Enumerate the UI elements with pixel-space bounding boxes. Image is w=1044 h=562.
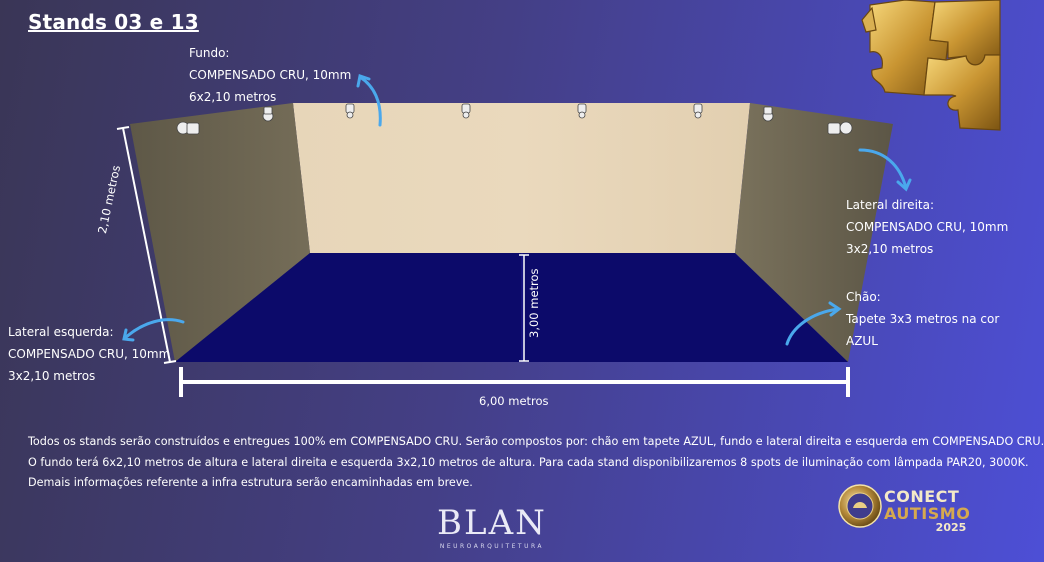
page-title: Stands 03 e 13 <box>28 10 199 34</box>
height-dimension-line <box>116 126 177 364</box>
left-wall <box>130 103 310 362</box>
description-line: Todos os stands serão construídos e entr… <box>28 435 1044 448</box>
label-chao: Chão: Tapete 3x3 metros na cor AZUL <box>846 286 999 352</box>
event-seal <box>838 484 882 528</box>
width-dimension-label: 6,00 metros <box>479 394 549 408</box>
label-lateral-direita: Lateral direita: COMPENSADO CRU, 10mm 3x… <box>846 194 1008 260</box>
description-line: O fundo terá 6x2,10 metros de altura e l… <box>28 455 1029 469</box>
arrow-lateral-direita <box>858 148 912 192</box>
puzzle-decoration <box>861 0 1001 131</box>
depth-dimension-line <box>519 254 529 362</box>
spot-light <box>762 106 774 122</box>
label-fundo-title: Fundo: <box>189 46 230 60</box>
label-lateral-esquerda-title: Lateral esquerda: <box>8 325 114 339</box>
spot-light <box>262 106 274 122</box>
width-dimension-line <box>179 367 850 397</box>
right-wall <box>735 103 893 362</box>
brand-name: BLAN <box>437 503 547 543</box>
label-chao-material: Tapete 3x3 metros na cor <box>846 312 1000 326</box>
spot-lights <box>176 103 853 135</box>
back-wall <box>293 103 750 253</box>
spot-light <box>176 121 200 135</box>
label-fundo-size: 6x2,10 metros <box>189 90 277 104</box>
description-text: Todos os stands serão construídos e entr… <box>28 432 1044 494</box>
arrow-fundo <box>356 74 382 127</box>
event-year: 2025 <box>935 521 967 534</box>
depth-dimension-label: 3,00 metros <box>527 268 541 338</box>
spot-light <box>345 103 355 119</box>
label-fundo-material: COMPENSADO CRU, 10mm <box>189 68 352 82</box>
spot-light <box>577 103 587 119</box>
floor <box>175 253 848 362</box>
event-name-line2: AUTISMO <box>884 504 971 523</box>
label-lateral-esquerda: Lateral esquerda: COMPENSADO CRU, 10mm 3… <box>8 321 170 387</box>
label-chao-color: AZUL <box>846 334 878 348</box>
spot-light <box>827 121 853 135</box>
blan-logo: BLAN NEUROARQUITETURA <box>437 506 547 550</box>
event-name-line1: CONECT <box>884 487 960 506</box>
arrow-lateral-esquerda <box>122 318 185 342</box>
arrow-chao <box>785 301 842 346</box>
spot-light <box>461 103 471 119</box>
brand-tagline: NEUROARQUITETURA <box>439 543 545 550</box>
label-lateral-direita-title: Lateral direita: <box>846 198 935 212</box>
label-lateral-esquerda-material: COMPENSADO CRU, 10mm <box>8 347 171 361</box>
label-lateral-direita-size: 3x2,10 metros <box>846 242 934 256</box>
description-line: Demais informações referente a infra est… <box>28 476 473 489</box>
label-fundo: Fundo: COMPENSADO CRU, 10mm 6x2,10 metro… <box>189 42 351 108</box>
spot-light <box>693 103 703 119</box>
stand-illustration <box>116 0 1001 528</box>
label-lateral-direita-material: COMPENSADO CRU, 10mm <box>846 220 1009 234</box>
event-logo: CONECT AUTISMO 2025 <box>884 488 970 534</box>
label-chao-title: Chão: <box>846 290 881 304</box>
label-lateral-esquerda-size: 3x2,10 metros <box>8 369 96 383</box>
